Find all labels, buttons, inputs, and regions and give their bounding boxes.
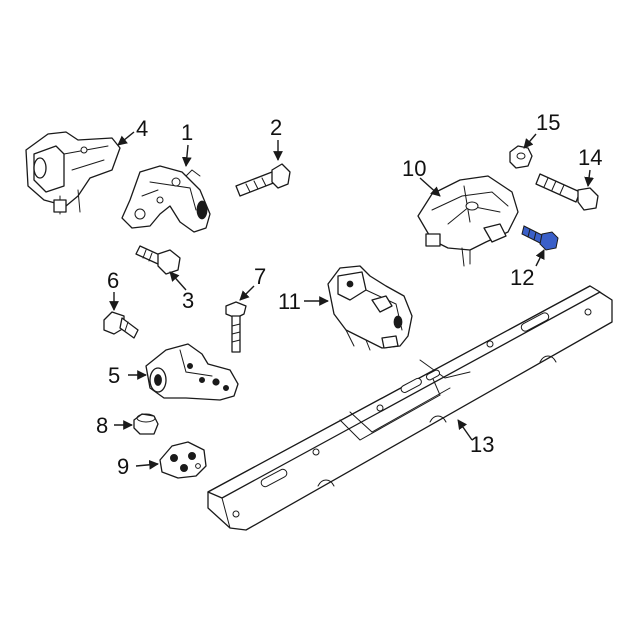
callout-12: 12: [510, 265, 534, 290]
transmission-mount-10: [417, 175, 519, 267]
bolt-7: [225, 301, 247, 353]
nut-8: [133, 413, 159, 435]
leader-lines: [109, 131, 594, 470]
callout-10: 10: [402, 156, 426, 181]
bracket-1: [121, 165, 211, 233]
mount-5: [145, 343, 239, 401]
mount-11: [327, 265, 413, 351]
callout-9: 9: [117, 454, 129, 479]
callout-4: 4: [136, 116, 148, 141]
callout-8: 8: [96, 413, 108, 438]
insulator-9: [159, 441, 207, 479]
callout-3: 3: [182, 288, 194, 313]
callout-14: 14: [578, 145, 602, 170]
callout-13: 13: [470, 432, 494, 457]
bolt-6: [103, 311, 139, 339]
bolt-2: [235, 163, 291, 197]
callout-6: 6: [107, 268, 119, 293]
callout-7: 7: [254, 264, 266, 289]
callout-1: 1: [181, 120, 193, 145]
callout-15: 15: [536, 110, 560, 135]
crossmember-13: [207, 285, 613, 531]
bolt-3: [135, 245, 181, 275]
callout-5: 5: [108, 363, 120, 388]
nut-15: [509, 145, 533, 169]
mount-bracket-4: [25, 131, 121, 215]
callout-11: 11: [278, 289, 301, 314]
callout-2: 2: [270, 115, 282, 140]
bolt-12-highlighted: [521, 225, 559, 251]
bolt-14: [535, 173, 599, 211]
